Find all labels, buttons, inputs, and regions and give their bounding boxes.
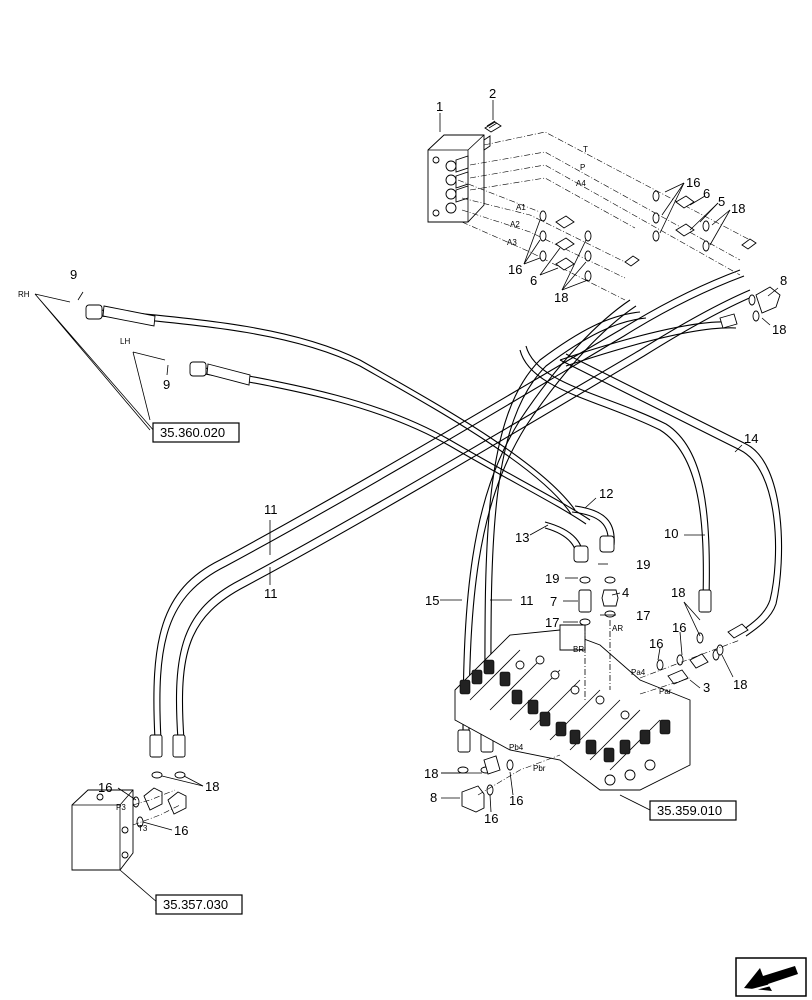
valve-box <box>71 771 187 871</box>
port-p3: P3 <box>116 803 126 812</box>
callout-10: 10 <box>664 526 678 541</box>
callout-5: 5 <box>718 194 725 209</box>
elbow-8-upper <box>748 286 781 322</box>
port-a1: A1 <box>516 203 526 212</box>
reference-label: 35.359.010 <box>657 803 722 818</box>
callout-8: 8 <box>430 790 437 805</box>
port-labels: T P A4 A1 A2 A3 RH LH BR AR Pa4 Par Pb4 … <box>18 145 672 833</box>
callout-17: 17 <box>545 615 559 630</box>
connection-lines <box>457 131 751 301</box>
port-par: Par <box>659 687 672 696</box>
callout-11: 11 <box>520 593 534 608</box>
callout-6: 6 <box>530 273 537 288</box>
callout-19: 19 <box>545 571 559 586</box>
valve-fittings <box>457 576 741 813</box>
valve-block <box>427 134 491 223</box>
port-rh: RH <box>18 290 30 299</box>
port-pa4: Pa4 <box>631 668 646 677</box>
callout-18: 18 <box>205 779 219 794</box>
callout-2: 2 <box>489 86 496 101</box>
callout-18: 18 <box>733 677 747 692</box>
callout-16: 16 <box>174 823 188 838</box>
callout-18: 18 <box>554 290 568 305</box>
reference-label: 35.357.030 <box>163 897 228 912</box>
port-pb4: Pb4 <box>509 743 524 752</box>
port-lh: LH <box>120 337 130 346</box>
fittings-6 <box>539 190 757 282</box>
callout-16: 16 <box>508 262 522 277</box>
callout-9: 9 <box>70 267 77 282</box>
reference-35357030[interactable]: 35.357.030 <box>155 894 243 915</box>
callout-6: 6 <box>703 186 710 201</box>
callout-16: 16 <box>649 636 663 651</box>
control-valve <box>454 624 691 791</box>
callout-13: 13 <box>515 530 529 545</box>
port-a2: A2 <box>510 220 520 229</box>
port-ar: AR <box>612 624 623 633</box>
callout-labels: 1 2 16 6 5 18 16 6 18 8 18 9 9 14 10 11 … <box>70 86 787 838</box>
callout-16: 16 <box>484 811 498 826</box>
callout-9: 9 <box>163 377 170 392</box>
callout-16: 16 <box>672 620 686 635</box>
port-t3: T3 <box>138 824 148 833</box>
port-br: BR <box>573 645 584 654</box>
callout-4: 4 <box>622 585 629 600</box>
hoses <box>85 269 783 758</box>
callout-8: 8 <box>780 273 787 288</box>
fitting-2 <box>484 120 502 133</box>
leader-lines <box>34 100 779 904</box>
callout-11: 11 <box>264 586 278 601</box>
port-pbr: Pbr <box>533 764 546 773</box>
callout-16: 16 <box>686 175 700 190</box>
callout-18: 18 <box>731 201 745 216</box>
callout-14: 14 <box>744 431 758 446</box>
callout-1: 1 <box>436 99 443 114</box>
callout-16: 16 <box>98 780 112 795</box>
port-t: T <box>583 145 588 154</box>
callout-7: 7 <box>550 594 557 609</box>
reference-35360020[interactable]: 35.360.020 <box>152 422 240 443</box>
back-arrow-icon[interactable] <box>735 957 807 997</box>
callout-12: 12 <box>599 486 613 501</box>
callout-11: 11 <box>264 502 278 517</box>
callout-16: 16 <box>509 793 523 808</box>
callout-17: 17 <box>636 608 650 623</box>
callout-18: 18 <box>772 322 786 337</box>
callout-3: 3 <box>703 680 710 695</box>
reference-label: 35.360.020 <box>160 425 225 440</box>
callout-19: 19 <box>636 557 650 572</box>
port-a3: A3 <box>507 238 517 247</box>
port-p: P <box>580 163 585 172</box>
callout-15: 15 <box>425 593 439 608</box>
valve-spools <box>459 655 671 786</box>
callout-18: 18 <box>671 585 685 600</box>
callout-18: 18 <box>424 766 438 781</box>
reference-35359010[interactable]: 35.359.010 <box>649 800 737 821</box>
port-a4: A4 <box>576 179 586 188</box>
